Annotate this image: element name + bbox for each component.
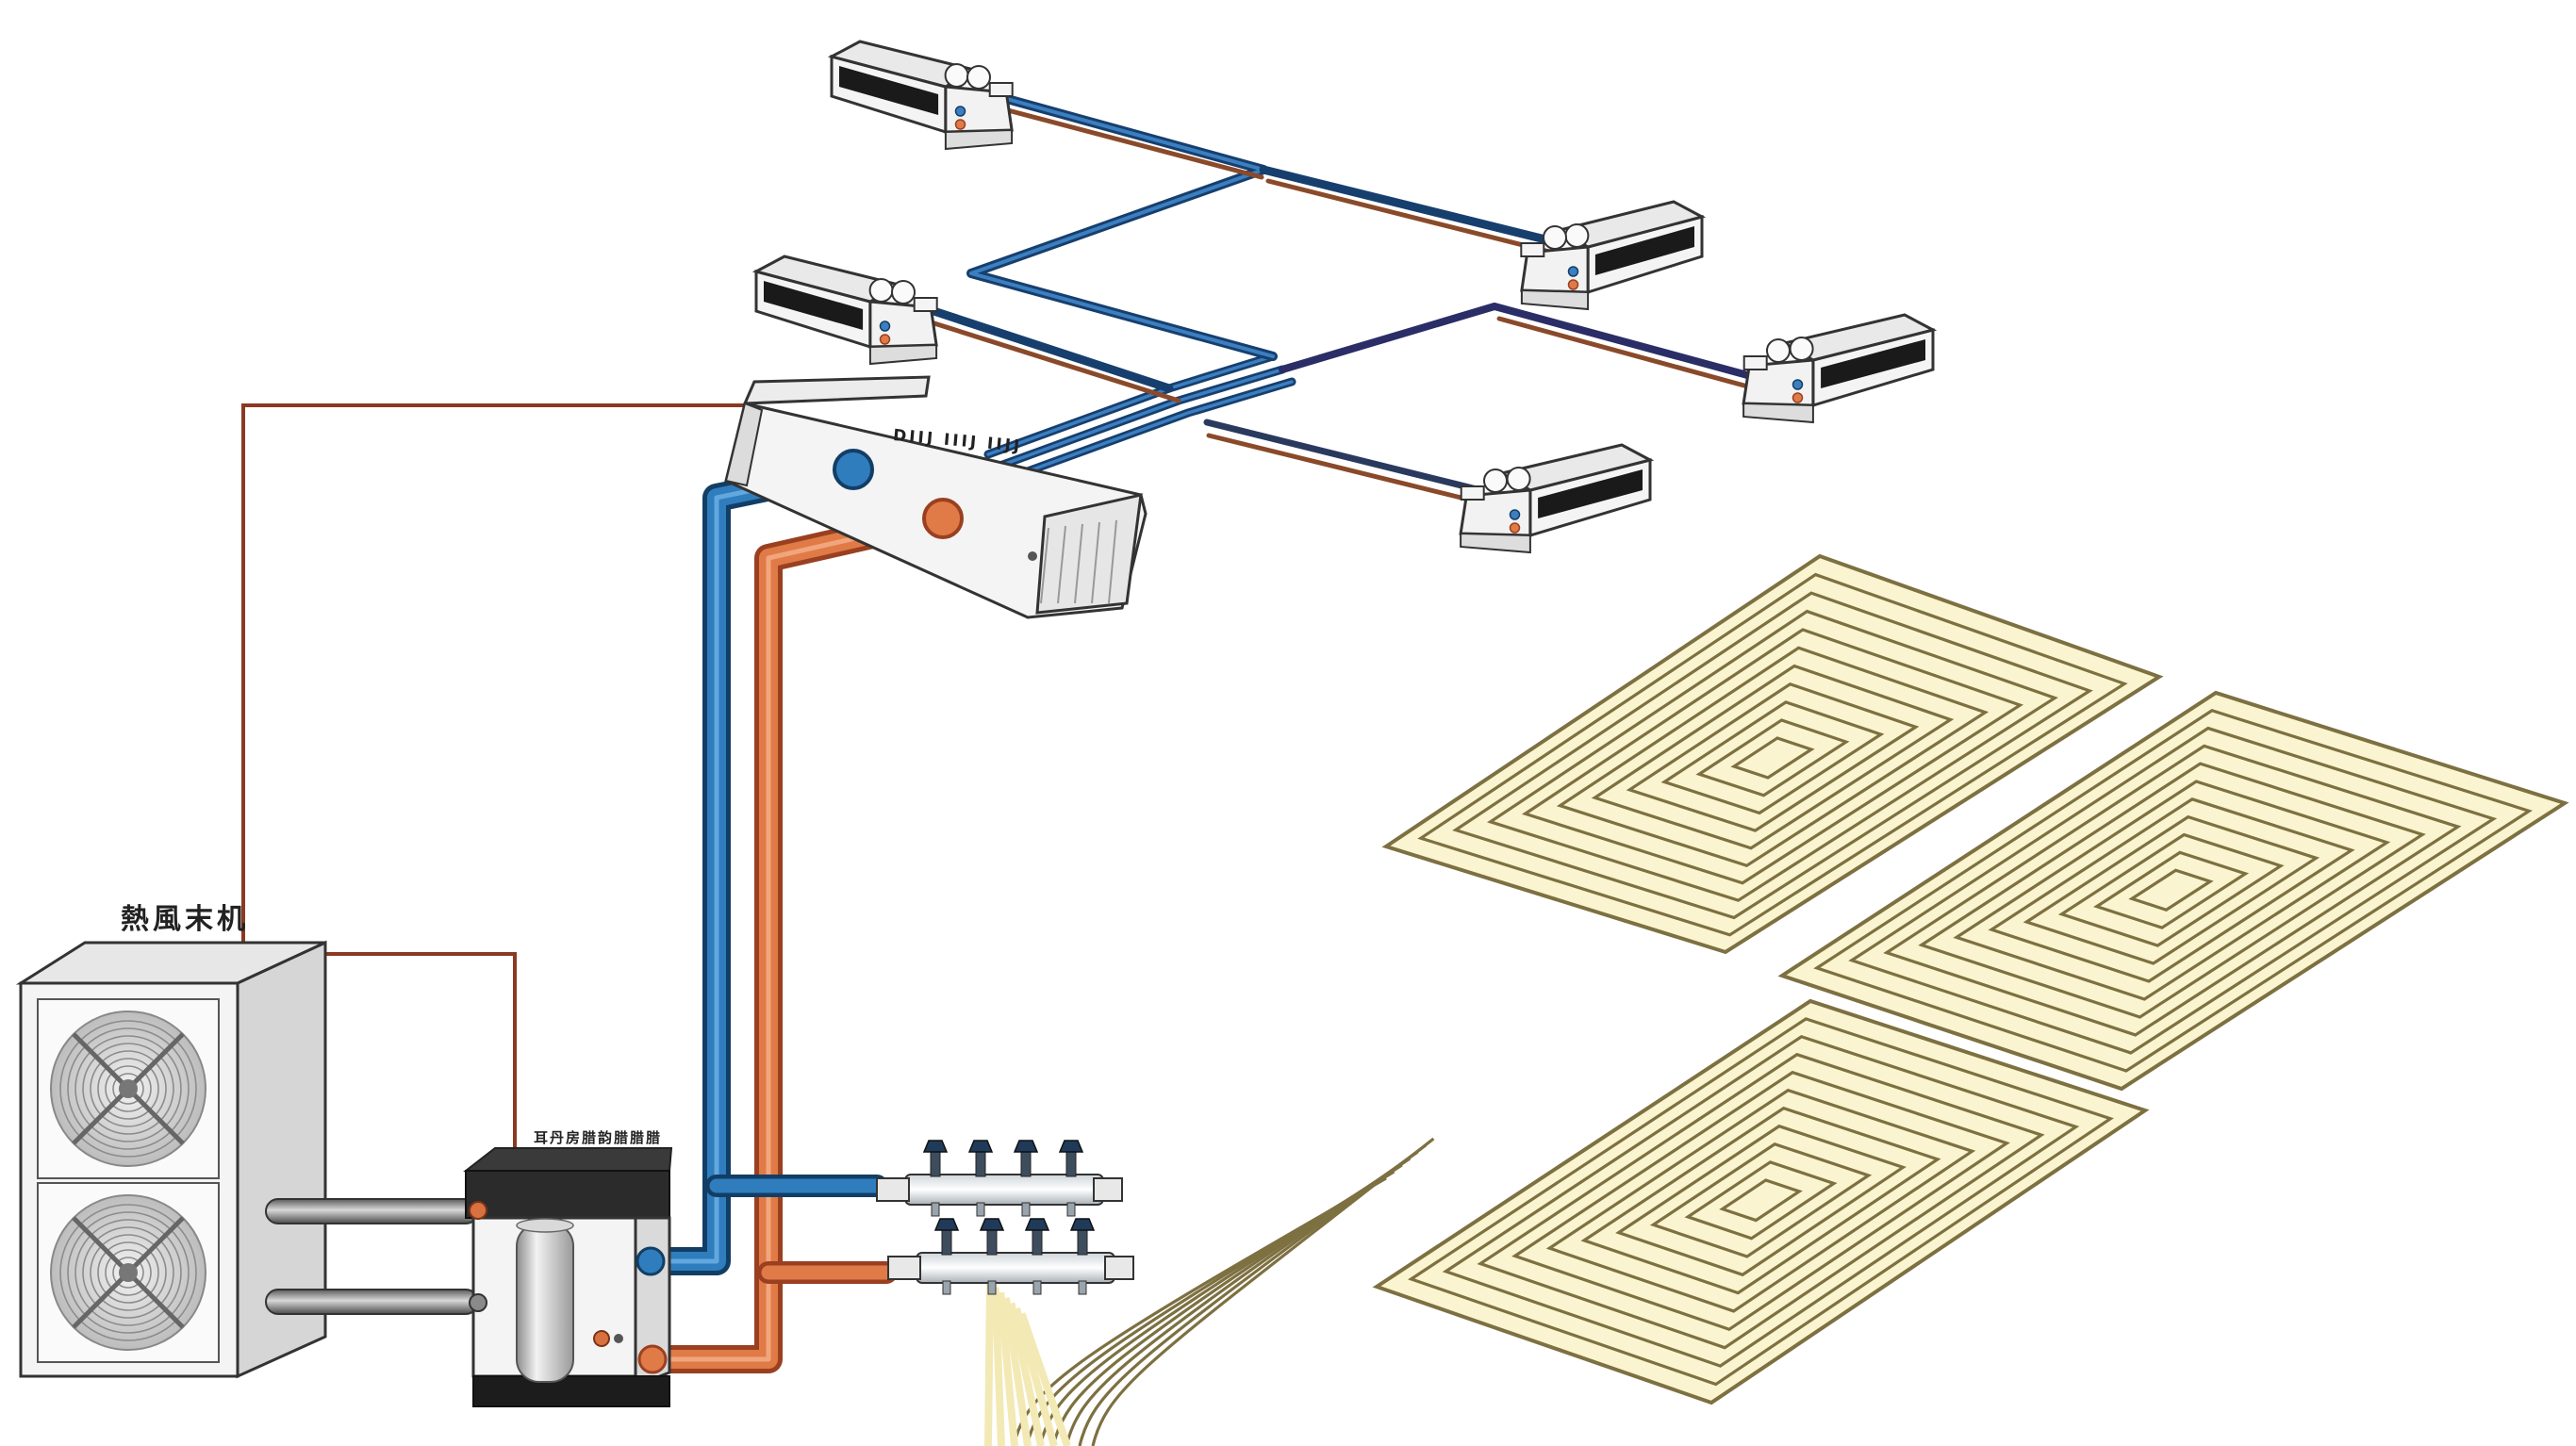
- underfloor-heating-loop-icon: [1381, 553, 2164, 955]
- ducted-fan-coil-icon: [724, 375, 1148, 619]
- ceiling-fan-coil-icon: [1742, 313, 1938, 424]
- ceiling-fan-coil-icon: [827, 40, 1014, 151]
- fan-icon: [50, 1194, 206, 1351]
- refrigerant-line: [241, 403, 747, 1171]
- ceiling-fan-coil-icon: [751, 255, 938, 366]
- water-pipes: [636, 455, 957, 1373]
- hot-water-pipe: [638, 504, 957, 1373]
- outdoor-unit-label: 熱風末机: [121, 903, 249, 936]
- underfloor-heating-loop-icon: [1372, 998, 2150, 1405]
- ceiling-fan-coil-icon: [1459, 443, 1655, 554]
- ceiling-fan-coil-icon: [1520, 200, 1707, 311]
- manifold-bar: [876, 1140, 1123, 1217]
- heat-pump-outdoor-unit-icon: [15, 940, 327, 1379]
- hydro-module-icon: [463, 1147, 673, 1407]
- underfloor-heating-loop-icon: [1777, 690, 2569, 1092]
- refrigerant-connection-pipes: [265, 1198, 479, 1315]
- floor-heating-manifold-icon: [876, 1140, 1134, 1295]
- manifold-bar: [887, 1218, 1134, 1295]
- floor-supply-pipes: [984, 1137, 1435, 1446]
- indoor-fan-coil-units: [751, 40, 1938, 554]
- fan-coil-distribution-pipes: [915, 90, 1786, 505]
- hydro-module-label: 耳丹房腊韵腊腊腊: [534, 1129, 663, 1146]
- cold-water-pipe: [636, 455, 867, 1275]
- fan-icon: [50, 1011, 206, 1167]
- underfloor-heating-loops: [1372, 553, 2569, 1405]
